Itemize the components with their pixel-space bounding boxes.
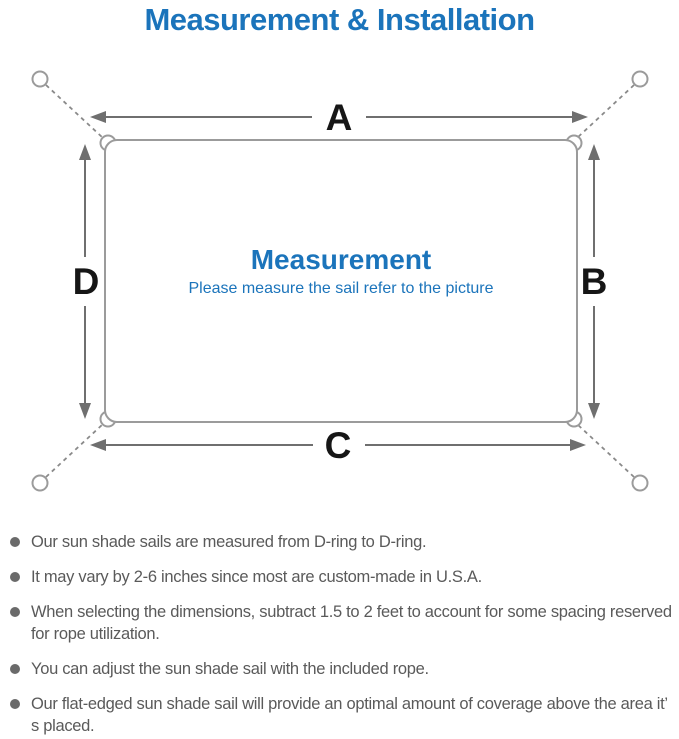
anchor-ring-top-left-icon [31, 70, 49, 88]
bullet-dot-icon [10, 664, 20, 674]
anchor-ring-top-right-icon [631, 70, 649, 88]
arrowhead-right-icon [570, 439, 586, 451]
arrowhead-down-icon [588, 403, 600, 419]
measure-arrow-a: A [90, 97, 588, 138]
note-item: When selecting the dimensions, subtract … [7, 601, 674, 645]
arrowhead-right-icon [572, 111, 588, 123]
note-text: You can adjust the sun shade sail with t… [31, 660, 429, 678]
arrowhead-up-icon [79, 144, 91, 160]
note-text: Our sun shade sails are measured from D-… [31, 533, 427, 551]
sail-outline [104, 139, 578, 423]
note-text: Our flat-edged sun shade sail will provi… [31, 695, 668, 735]
note-item: You can adjust the sun shade sail with t… [7, 658, 674, 680]
edge-label-c: C [325, 425, 352, 466]
measure-arrow-d: D [73, 144, 100, 419]
notes-list: Our sun shade sails are measured from D-… [7, 531, 674, 739]
page-title: Measurement & Installation [144, 2, 535, 37]
rope-bottom-left [45, 423, 104, 478]
measurement-diagram: A C D B Measurement Pl [31, 70, 649, 492]
rope-top-right [576, 84, 635, 139]
bullet-dot-icon [10, 607, 20, 617]
arrowhead-left-icon [90, 111, 106, 123]
note-text: When selecting the dimensions, subtract … [31, 603, 672, 643]
rope-dashed-lines [45, 84, 635, 478]
arrowhead-down-icon [79, 403, 91, 419]
edge-label-b: B [581, 261, 608, 302]
bullet-dot-icon [10, 699, 20, 709]
note-item: Our sun shade sails are measured from D-… [7, 531, 674, 553]
note-item: Our flat-edged sun shade sail will provi… [7, 693, 674, 737]
anchor-ring-bottom-left-icon [31, 474, 49, 492]
bullet-dot-icon [10, 572, 20, 582]
diagram-caption-subtitle: Please measure the sail refer to the pic… [188, 280, 493, 297]
edge-label-a: A [326, 97, 353, 138]
measure-arrow-c: C [90, 425, 586, 466]
bullet-dot-icon [10, 537, 20, 547]
diagram-caption: Measurement Please measure the sail refe… [188, 244, 493, 297]
rope-bottom-right [576, 423, 635, 478]
arrowhead-up-icon [588, 144, 600, 160]
edge-label-d: D [73, 261, 100, 302]
note-item: It may vary by 2-6 inches since most are… [7, 566, 674, 588]
anchor-ring-bottom-right-icon [631, 474, 649, 492]
rope-top-left [45, 84, 104, 139]
arrowhead-left-icon [90, 439, 106, 451]
measure-arrow-b: B [581, 144, 608, 419]
anchor-ring-icons [31, 70, 649, 492]
diagram-caption-title: Measurement [251, 244, 432, 275]
note-text: It may vary by 2-6 inches since most are… [31, 568, 482, 586]
